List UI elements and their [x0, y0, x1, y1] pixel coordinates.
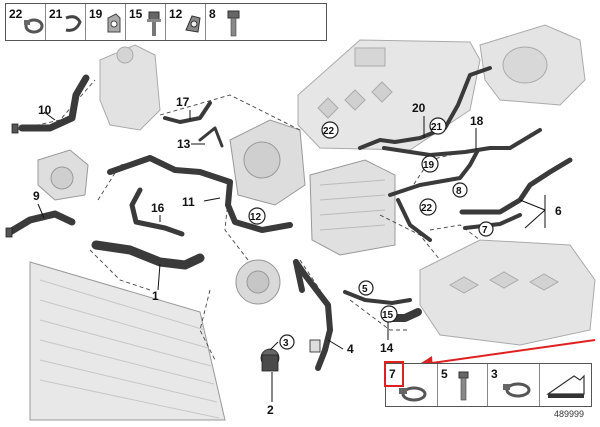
arrow-pointer-icon — [546, 374, 585, 398]
part-number: 5 — [441, 367, 448, 381]
part-cell-22: 22 — [6, 4, 46, 40]
part-number: 12 — [169, 7, 183, 21]
callout-21-circle — [429, 117, 447, 135]
hose-4 — [293, 259, 333, 371]
hose-14 — [343, 290, 412, 305]
part-cell-arrow — [540, 364, 589, 406]
part-cell-7: 7 — [384, 361, 438, 406]
part-cell-8: 8 — [206, 4, 246, 40]
diagram-hardware — [5, 123, 321, 372]
callout-11: 11 — [182, 195, 195, 209]
hex-bolt-icon — [227, 10, 240, 37]
expansion-tank — [479, 24, 586, 106]
callout-17: 17 — [176, 95, 190, 109]
part-reference-number: 489999 — [553, 409, 584, 419]
callout-12: 12 — [250, 212, 262, 223]
hose-16 — [129, 187, 185, 237]
part-cell-21: 21 — [46, 4, 86, 40]
hose-clamp-icon — [503, 382, 531, 398]
part-number: 8 — [209, 7, 216, 21]
callout-12-circle — [248, 207, 266, 225]
hose-4-upper — [293, 259, 305, 293]
part-cell-15: 15 — [126, 4, 166, 40]
part-number: 15 — [129, 7, 143, 21]
radiator — [29, 261, 226, 421]
hose-clamp-icon — [24, 18, 44, 34]
callout-3-circle — [279, 334, 295, 350]
callout-22a: 22 — [323, 126, 335, 137]
hose-10 — [18, 74, 90, 132]
thermostat-housing — [235, 259, 281, 305]
part-number: 21 — [49, 7, 63, 21]
callout-9: 9 — [33, 189, 40, 203]
callout-7-circle — [478, 221, 494, 237]
part-cell-3: 3 — [488, 364, 540, 406]
callout-13: 13 — [177, 137, 191, 151]
callout-10: 10 — [38, 103, 52, 117]
part-number: 3 — [491, 367, 498, 381]
hose-7 — [463, 213, 522, 230]
part-cell-5: 5 — [438, 364, 488, 406]
callout-3: 3 — [283, 338, 289, 349]
part-cell-12: 12 — [166, 4, 206, 40]
turbocharger — [229, 119, 306, 206]
callout-18: 18 — [470, 114, 484, 128]
part-number: 7 — [389, 367, 396, 381]
callout-22-circle-a — [321, 121, 339, 139]
intercooler — [309, 159, 396, 256]
callout-16: 16 — [151, 201, 165, 215]
highlight-box — [384, 361, 404, 387]
callout-19: 19 — [423, 160, 435, 171]
callout-leaders — [37, 110, 546, 402]
hose-13-bracket — [198, 126, 224, 148]
top-parts-strip: 22 21 19 15 12 8 — [5, 3, 327, 41]
callout-5: 5 — [362, 284, 368, 295]
callout-21: 21 — [431, 122, 443, 133]
bottom-parts-strip: 7 5 3 — [384, 361, 592, 407]
callout-1: 1 — [152, 289, 159, 303]
callout-8: 8 — [456, 186, 462, 197]
callout-7: 7 — [482, 225, 488, 236]
hose-8-6 — [459, 157, 573, 215]
callout-4: 4 — [347, 342, 354, 356]
spring-clip-icon — [65, 15, 82, 32]
callout-20: 20 — [412, 101, 426, 115]
water-pump — [37, 149, 89, 201]
hose-20-21 — [358, 66, 492, 150]
callout-22b: 22 — [421, 203, 433, 214]
hose-11 — [107, 155, 293, 233]
part-number: 22 — [9, 7, 23, 21]
hose-22-lower — [396, 198, 432, 242]
callout-15: 15 — [382, 310, 394, 321]
engine-block-lower — [419, 239, 596, 346]
hose-19-22 — [388, 148, 480, 197]
bolt-icon — [458, 371, 469, 401]
callout-22-circle-b — [419, 198, 437, 216]
bracket-clip-icon — [107, 13, 121, 33]
hose-9 — [6, 210, 76, 236]
callout-14: 14 — [380, 341, 394, 355]
callout-19-circle — [421, 155, 439, 173]
reservoir-left — [99, 44, 161, 131]
callout-labels: 1 2 3 4 5 6 7 8 9 10 11 12 13 14 15 16 1… — [33, 95, 562, 417]
collar-bolt-icon — [147, 11, 161, 36]
callout-2: 2 — [267, 403, 274, 417]
hose-1 — [91, 240, 205, 270]
hose-clamp-icon — [399, 386, 427, 402]
callout-15-circle — [380, 305, 398, 323]
part-cell-19: 19 — [86, 4, 126, 40]
callout-6: 6 — [555, 204, 562, 218]
callout-5-circle — [358, 280, 374, 296]
part-number: 19 — [89, 7, 103, 21]
holder-clip-icon — [185, 15, 201, 33]
callout-8-circle — [452, 182, 468, 198]
